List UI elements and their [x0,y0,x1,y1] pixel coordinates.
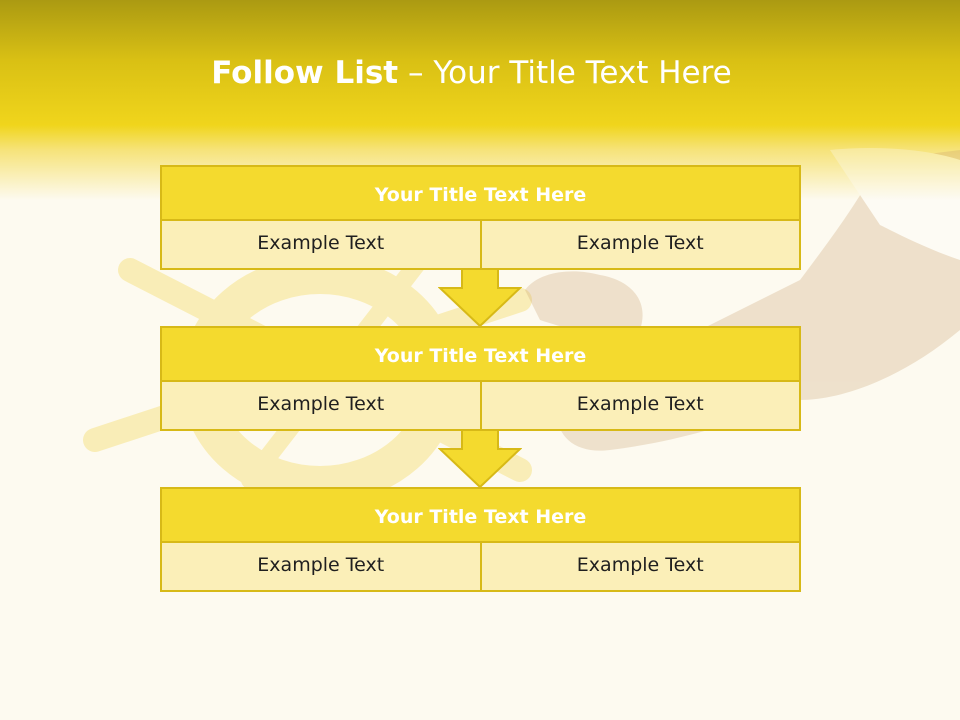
step-cell-left: Example Text [160,543,482,592]
step-title: Your Title Text Here [160,487,801,543]
step-title: Your Title Text Here [160,165,801,221]
step-row: Example Text Example Text [160,543,801,592]
bg-hand [525,271,643,335]
step-title: Your Title Text Here [160,326,801,382]
step-cell-right: Example Text [481,543,801,592]
step-row: Example Text Example Text [160,221,801,270]
step-cell-left: Example Text [160,221,482,270]
down-arrow-icon [438,268,522,328]
slide-title-bold: Follow List [211,55,399,91]
step-block-3: Your Title Text Here Example Text Exampl… [160,487,801,592]
step-cell-left: Example Text [160,382,482,431]
slide-title: Follow List – Your Title Text Here [0,55,943,91]
bg-sleeve [830,148,960,260]
step-cell-right: Example Text [481,221,801,270]
step-block-2: Your Title Text Here Example Text Exampl… [160,326,801,431]
slide-title-rest: – Your Title Text Here [398,55,732,91]
step-block-1: Your Title Text Here Example Text Exampl… [160,165,801,270]
step-row: Example Text Example Text [160,382,801,431]
step-cell-right: Example Text [481,382,801,431]
down-arrow-icon [438,429,522,489]
